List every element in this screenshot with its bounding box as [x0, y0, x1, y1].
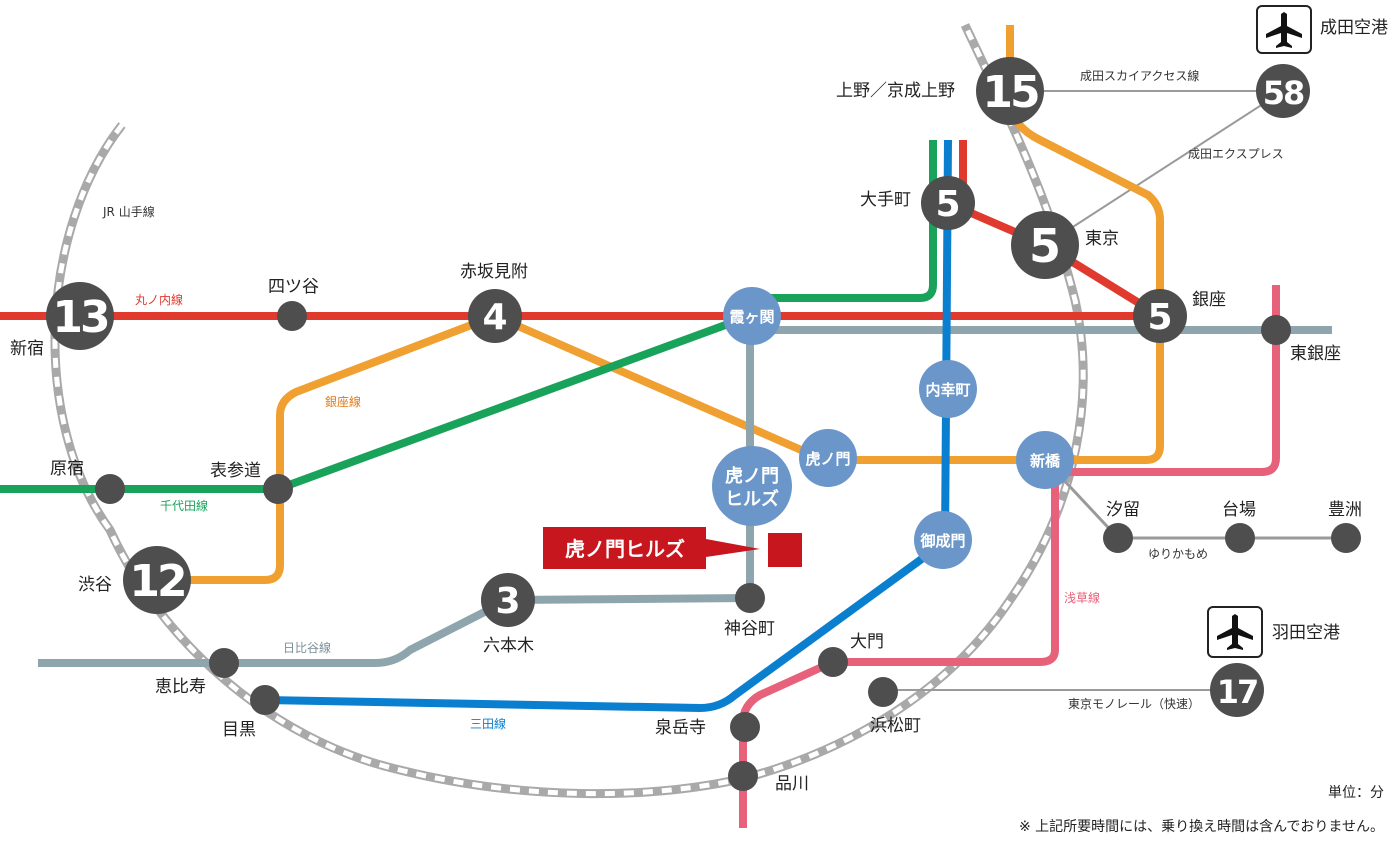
- station-label-ebisu: 恵比寿: [155, 677, 206, 697]
- svg-text:5: 5: [1147, 297, 1172, 338]
- station-label-shibuya: 渋谷: [78, 575, 112, 595]
- station-dot-omotesando: [263, 474, 293, 504]
- toranomon-hills-callout: 虎ノ門ヒルズ: [543, 527, 802, 569]
- line-label-chiyoda: 千代田線: [160, 498, 208, 513]
- svg-text:13: 13: [52, 292, 108, 343]
- line-label-mita: 三田線: [470, 716, 506, 731]
- line-label-marunouchi: 丸ノ内線: [135, 292, 183, 307]
- station-label-akasakamitsuke: 赤坂見附: [460, 262, 528, 282]
- line-label-yurikamome: ゆりかもめ: [1148, 547, 1208, 561]
- line-label-narita-express: 成田エクスプレス: [1188, 147, 1284, 161]
- station-label-otemachi: 大手町: [860, 190, 911, 210]
- svg-text:3: 3: [495, 581, 520, 622]
- station-label-hamamatsucho: 浜松町: [870, 716, 921, 736]
- station-label-higashiginza: 東銀座: [1290, 344, 1341, 364]
- station-label-omotesando: 表参道: [210, 461, 261, 481]
- line-label-yamanote: JR 山手線: [102, 204, 155, 219]
- line-label-ginza: 銀座線: [325, 394, 361, 409]
- svg-text:58: 58: [1263, 74, 1304, 112]
- svg-text:ヒルズ: ヒルズ: [725, 488, 779, 510]
- station-label-toyosu: 豊洲: [1328, 500, 1362, 520]
- station-label-narita: 成田空港: [1320, 18, 1388, 38]
- major-station-tokyo: 5: [1011, 211, 1079, 279]
- svg-text:霞ヶ関: 霞ヶ関: [729, 308, 774, 326]
- major-station-roppongi: 3: [481, 573, 535, 627]
- ginza-line: [160, 25, 1164, 584]
- station-dot-meguro: [250, 685, 280, 715]
- haneda-airplane-icon: [1207, 606, 1263, 658]
- hub-station-uchisaiwaicho: 内幸町: [919, 360, 977, 418]
- mita-line: [264, 139, 952, 712]
- svg-text:虎ノ門: 虎ノ門: [805, 450, 850, 468]
- station-dot-shiodome: [1103, 523, 1133, 553]
- hub-station-toranomonhills: 虎ノ門 ヒルズ: [712, 446, 792, 526]
- major-station-ginza: 5: [1133, 289, 1187, 343]
- svg-text:内幸町: 内幸町: [925, 381, 970, 399]
- station-label-shinjuku: 新宿: [10, 339, 44, 359]
- station-label-yotsuya: 四ツ谷: [268, 277, 319, 297]
- station-label-roppongi: 六本木: [483, 636, 534, 656]
- station-dot-sengakuji: [730, 712, 760, 742]
- unit-note: 単位：分: [1328, 785, 1384, 801]
- svg-text:17: 17: [1217, 673, 1258, 711]
- transfer-note: ※ 上記所要時間には、乗り換え時間は含んでおりません。: [1019, 818, 1384, 835]
- airport-links: [883, 90, 1284, 691]
- station-dot-daimon: [818, 647, 848, 677]
- station-label-haneda: 羽田空港: [1272, 623, 1340, 643]
- station-label-ueno: 上野／京成上野: [836, 81, 955, 101]
- svg-text:御成門: 御成門: [919, 532, 965, 550]
- station-dot-toyosu: [1331, 523, 1361, 553]
- major-station-otemachi: 5: [921, 176, 975, 230]
- svg-text:12: 12: [129, 556, 184, 607]
- line-label-asakusa: 浅草線: [1064, 590, 1100, 605]
- station-label-sengakuji: 泉岳寺: [655, 718, 706, 738]
- marunouchi-line: [0, 140, 1164, 320]
- small-stations: [95, 301, 1361, 791]
- station-dot-harajuku: [95, 474, 125, 504]
- station-dot-kamiyacho: [735, 583, 765, 613]
- asakusa-line: [739, 285, 1280, 828]
- station-label-daimon: 大門: [850, 632, 884, 652]
- station-label-kamiyacho: 神谷町: [724, 619, 775, 639]
- station-label-shiodome: 汐留: [1106, 500, 1140, 520]
- station-dot-ebisu: [209, 648, 239, 678]
- svg-text:5: 5: [1029, 219, 1061, 273]
- hub-station-kasumigaseki: 霞ヶ関: [723, 287, 781, 345]
- svg-text:虎ノ門: 虎ノ門: [725, 465, 779, 487]
- station-dot-hamamatsucho: [868, 677, 898, 707]
- station-label-harajuku: 原宿: [50, 459, 84, 479]
- station-label-daiba: 台場: [1222, 500, 1256, 520]
- major-station-akasakamitsuke: 4: [468, 289, 522, 343]
- major-station-narita: 58: [1256, 64, 1310, 118]
- major-station-haneda: 17: [1210, 663, 1264, 717]
- major-station-shinjuku: 13: [46, 282, 114, 350]
- station-dot-daiba: [1225, 523, 1255, 553]
- hub-station-toranomon: 虎ノ門: [799, 429, 857, 487]
- narita-airplane-icon: [1256, 5, 1312, 54]
- svg-text:4: 4: [482, 297, 507, 338]
- svg-text:新橋: 新橋: [1030, 452, 1061, 470]
- yamanote-line: [50, 23, 1088, 799]
- major-station-ueno: 15: [976, 57, 1044, 125]
- narita-express-line: [1044, 90, 1284, 246]
- svg-text:5: 5: [935, 184, 960, 225]
- svg-text:虎ノ門ヒルズ: 虎ノ門ヒルズ: [565, 537, 685, 561]
- station-dot-shinagawa: [728, 761, 758, 791]
- line-label-hibiya: 日比谷線: [283, 640, 331, 655]
- station-dot-yotsuya: [277, 301, 307, 331]
- toranomon-hills-marker: [768, 533, 802, 567]
- svg-text:15: 15: [982, 67, 1038, 118]
- line-label-narita-skyaccess: 成田スカイアクセス線: [1080, 68, 1199, 83]
- station-dot-higashiginza: [1261, 315, 1291, 345]
- hub-station-shimbashi: 新橋: [1016, 431, 1074, 489]
- station-label-ginza: 銀座: [1192, 290, 1226, 310]
- station-label-tokyo: 東京: [1085, 229, 1119, 249]
- station-label-shinagawa: 品川: [775, 774, 809, 794]
- hub-station-onarimon: 御成門: [914, 511, 972, 569]
- major-station-shibuya: 12: [123, 546, 191, 614]
- station-label-meguro: 目黒: [222, 720, 256, 740]
- line-label-monorail: 東京モノレール（快速）: [1068, 697, 1200, 711]
